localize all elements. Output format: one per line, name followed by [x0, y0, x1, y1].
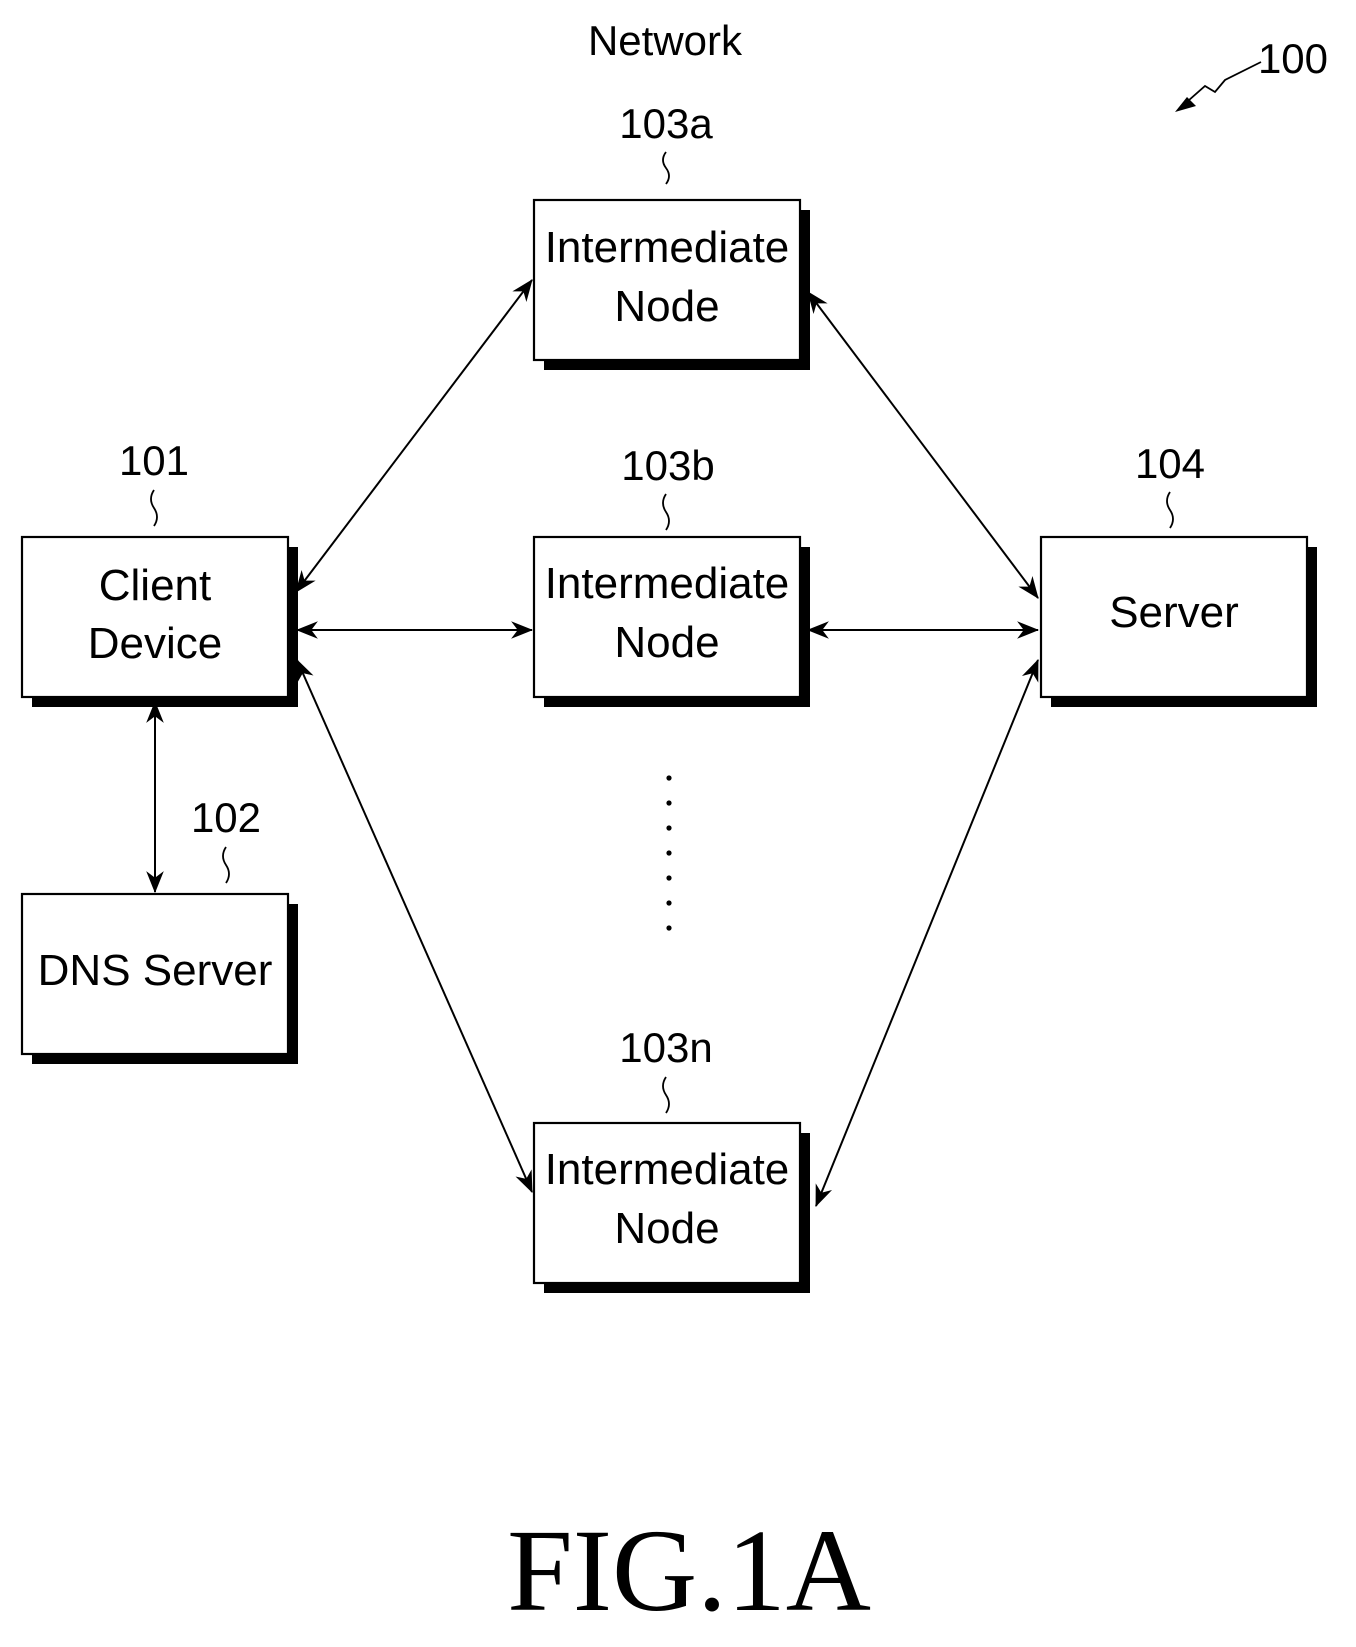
figure-reference-100: 100	[1258, 35, 1328, 82]
connection-client-to-103n	[297, 660, 532, 1192]
client-device-101: 101 Client Device	[22, 437, 298, 707]
connection-client-to-103a	[296, 280, 532, 592]
intermediate-node-103a: 103a Intermediate Node	[534, 100, 810, 370]
connection-103n-to-server	[816, 660, 1038, 1206]
ref-103a: 103a	[619, 100, 713, 147]
figure-caption: FIG.1A	[507, 1505, 871, 1636]
node-label-line1: Intermediate	[545, 1145, 790, 1194]
ref-squiggle-103n	[663, 1077, 669, 1113]
node-label-line1: Intermediate	[545, 223, 790, 272]
ref-103n: 103n	[619, 1024, 712, 1071]
node-label-line1: Intermediate	[545, 559, 790, 608]
figure-reference-arrow	[1175, 62, 1261, 112]
ref-squiggle-104	[1167, 492, 1173, 528]
ref-101: 101	[119, 437, 189, 484]
intermediate-node-103n: 103n Intermediate Node	[534, 1024, 810, 1293]
ref-squiggle-101	[151, 490, 157, 526]
connection-103a-to-server	[808, 292, 1038, 598]
ellipsis-dots	[666, 775, 671, 930]
node-label: Server	[1109, 588, 1239, 637]
dns-server-102: 102 DNS Server	[22, 794, 298, 1064]
node-label-line1: Client	[99, 561, 212, 610]
node-label-line2: Node	[614, 618, 719, 667]
ref-squiggle-103a	[663, 152, 669, 184]
ref-104: 104	[1135, 440, 1205, 487]
ref-103b: 103b	[621, 442, 714, 489]
node-label: DNS Server	[38, 946, 273, 995]
network-title: Network	[588, 17, 743, 64]
ref-squiggle-103b	[663, 494, 669, 530]
ref-squiggle-102	[223, 847, 229, 883]
intermediate-node-103b: 103b Intermediate Node	[534, 442, 810, 707]
node-label-line2: Device	[88, 619, 223, 668]
node-label-line2: Node	[614, 282, 719, 331]
node-label-line2: Node	[614, 1204, 719, 1253]
ref-102: 102	[191, 794, 261, 841]
server-104: 104 Server	[1041, 440, 1317, 707]
